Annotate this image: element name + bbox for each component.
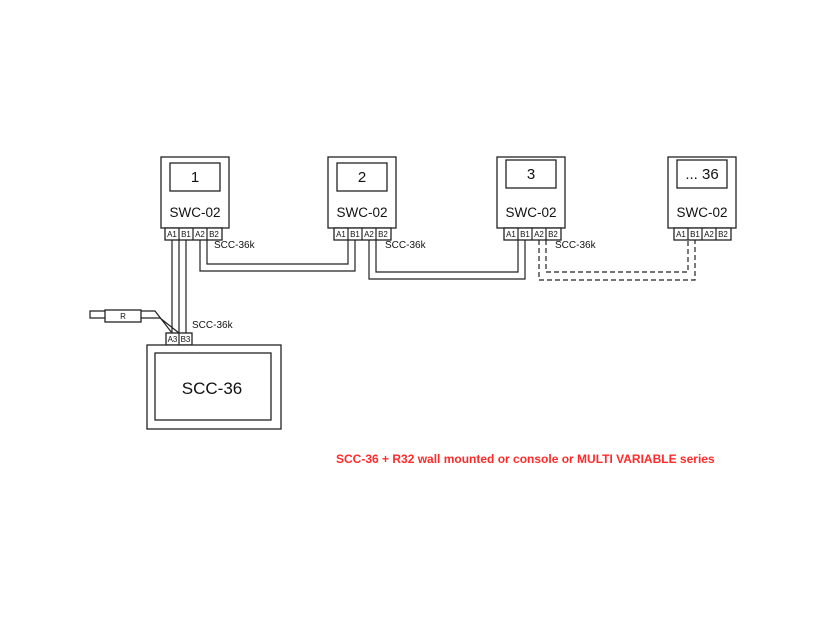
unit-2-terminal-a1: A1	[336, 230, 346, 239]
unit-2-model-label: SWC-02	[336, 205, 387, 220]
unit-3-terminal-b2: B2	[548, 230, 558, 239]
bus-cable-2-3	[368, 240, 526, 280]
unit-36-number: ... 36	[685, 166, 718, 183]
cable-label-3: SCC-36k	[555, 240, 597, 251]
unit-36-model-label: SWC-02	[676, 205, 727, 220]
unit-3-terminal-a2: A2	[534, 230, 544, 239]
unit-2-number: 2	[358, 169, 366, 186]
unit-3-terminal-b1: B1	[520, 230, 530, 239]
unit-1-display	[169, 162, 221, 192]
cable-label-controller: SCC-36k	[192, 320, 234, 331]
controller-terminal-a3: A3	[168, 335, 178, 344]
swc-02-unit-2: 2 SWC-02 A1 B1 A2 B2	[327, 156, 397, 241]
cable-label-1: SCC-36k	[214, 240, 256, 251]
swc-02-unit-3: 3 SWC-02 A1 B1 A2 B2	[496, 156, 566, 241]
unit-1-model-label: SWC-02	[169, 205, 220, 220]
unit-2-terminal-b2: B2	[378, 230, 388, 239]
bus-cable-1-controller	[171, 240, 187, 333]
resistor-label: R	[120, 312, 126, 321]
unit-36-terminal-a1: A1	[676, 230, 686, 239]
unit-1-number: 1	[191, 169, 199, 186]
controller-screen	[154, 352, 272, 421]
unit-2-terminal-b1: B1	[350, 230, 360, 239]
unit-3-model-label: SWC-02	[505, 205, 556, 220]
unit-3-terminal-a1: A1	[506, 230, 516, 239]
unit-2-display	[336, 162, 388, 192]
unit-3-display	[505, 159, 557, 189]
controller-terminal-b3: B3	[181, 335, 191, 344]
unit-36-display	[676, 159, 728, 189]
unit-36-terminal-b2: B2	[718, 230, 728, 239]
unit-1-terminal-a2: A2	[195, 230, 205, 239]
swc-02-unit-36: ... 36 SWC-02 A1 B1 A2 B2	[667, 156, 737, 241]
bus-cable-3-36-dashed	[538, 240, 696, 281]
resistor	[104, 309, 142, 323]
unit-36-terminal-b1: B1	[690, 230, 700, 239]
unit-1-terminal-a1: A1	[167, 230, 177, 239]
unit-3-number: 3	[527, 166, 535, 183]
controller-name: SCC-36	[182, 379, 242, 398]
scc-36-controller: A3 B3 SCC-36	[146, 332, 282, 430]
swc-02-unit-1: 1 SWC-02 A1 B1 A2 B2	[160, 156, 230, 241]
resistor-branch: R	[89, 309, 180, 334]
unit-1-terminal-b1: B1	[181, 230, 191, 239]
cable-label-2: SCC-36k	[385, 240, 427, 251]
caption-text: SCC-36 + R32 wall mounted or console or …	[336, 452, 715, 466]
diagram-caption: SCC-36 + R32 wall mounted or console or …	[336, 450, 756, 468]
unit-36-terminal-a2: A2	[704, 230, 714, 239]
unit-1-terminal-b2: B2	[209, 230, 219, 239]
unit-2-terminal-a2: A2	[364, 230, 374, 239]
bus-cable-1-2	[199, 240, 356, 272]
